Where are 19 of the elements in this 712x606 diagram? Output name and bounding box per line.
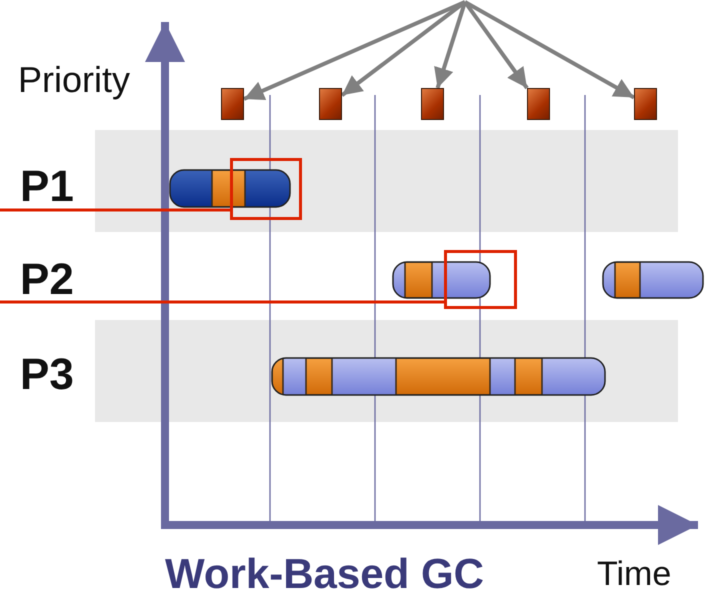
arrow [243, 0, 466, 101]
work-block [421, 88, 444, 120]
leader-line [0, 300, 444, 304]
work-block [634, 88, 657, 120]
row-label: P2 [20, 258, 74, 302]
axis-label: Time [597, 557, 672, 591]
work-block [527, 88, 550, 120]
arrow [464, 0, 635, 100]
work-block [319, 88, 342, 120]
arrow [463, 0, 529, 90]
highlight-frame [230, 158, 302, 220]
axis-label: Priority [18, 62, 130, 98]
work-block [221, 88, 244, 120]
arrow [340, 0, 466, 97]
row-label: P1 [20, 165, 74, 209]
row-label: P3 [20, 353, 74, 397]
leader-line [0, 208, 230, 212]
highlight-frame [444, 250, 517, 309]
caption: Work-Based GC [165, 553, 484, 595]
